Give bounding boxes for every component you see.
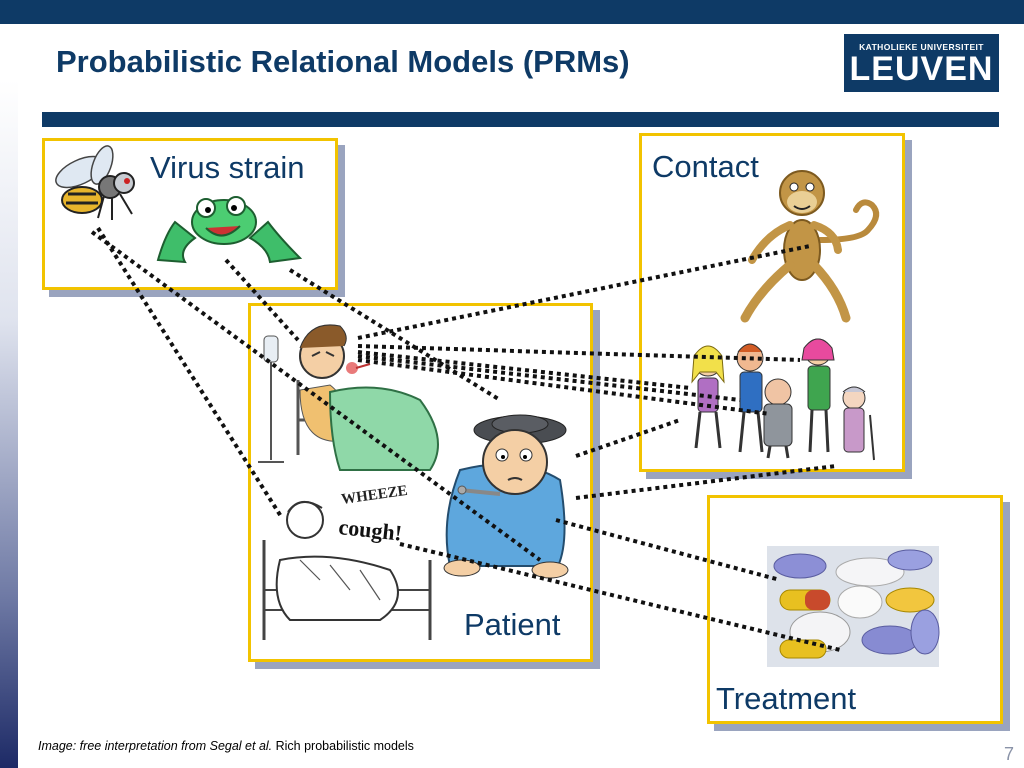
- patient-chair-icon: [258, 324, 439, 471]
- fly-icon: [55, 145, 135, 220]
- line-patient-bald: [357, 358, 771, 416]
- line-boy-pills: [555, 518, 781, 582]
- logo-line2: LEUVEN: [849, 50, 994, 88]
- line-boy-blonde: [575, 418, 681, 458]
- label-virus-strain: Virus strain: [150, 150, 305, 185]
- line-patient-pink: [357, 344, 801, 362]
- coughing-patient-icon: WHEEZE cough!: [254, 483, 432, 644]
- footer-italic: Image: free interpretation from Segal et…: [38, 739, 273, 753]
- sick-boy-icon: [443, 414, 569, 579]
- line-cough-pills: [399, 542, 841, 652]
- pills-icon: [767, 546, 940, 667]
- line-fly-coughing: [96, 226, 284, 520]
- person-elderly: [842, 386, 875, 461]
- university-logo: KATHOLIEKE UNIVERSITEIT LEUVEN: [844, 34, 999, 92]
- logo-line1: KATHOLIEKE UNIVERSITEIT: [859, 42, 984, 52]
- person-pink-hair: [801, 338, 835, 453]
- line-frog-boy: [288, 268, 502, 402]
- line-patient-monkey: [357, 244, 811, 340]
- line-frog-patient: [224, 258, 300, 342]
- page-number: 7: [1004, 744, 1015, 764]
- footer-plain: Rich probabilistic models: [272, 739, 414, 753]
- label-treatment: Treatment: [716, 681, 857, 716]
- label-patient: Patient: [464, 607, 561, 642]
- slide-title: Probabilistic Relational Models (PRMs): [56, 44, 630, 79]
- footer-citation: Image: free interpretation from Segal et…: [38, 739, 414, 753]
- frog-icon: [156, 196, 303, 264]
- header-rule: [42, 112, 999, 127]
- line-boy-elderly: [575, 464, 837, 500]
- person-bald: [763, 378, 793, 459]
- relation-lines: [90, 226, 841, 652]
- top-bar: [0, 0, 1024, 24]
- line-patient-redhair: [357, 354, 741, 402]
- left-gradient-bar: [0, 80, 18, 768]
- label-contact: Contact: [652, 149, 759, 184]
- line-patient-blonde: [357, 350, 691, 390]
- monkey-icon: [740, 170, 880, 323]
